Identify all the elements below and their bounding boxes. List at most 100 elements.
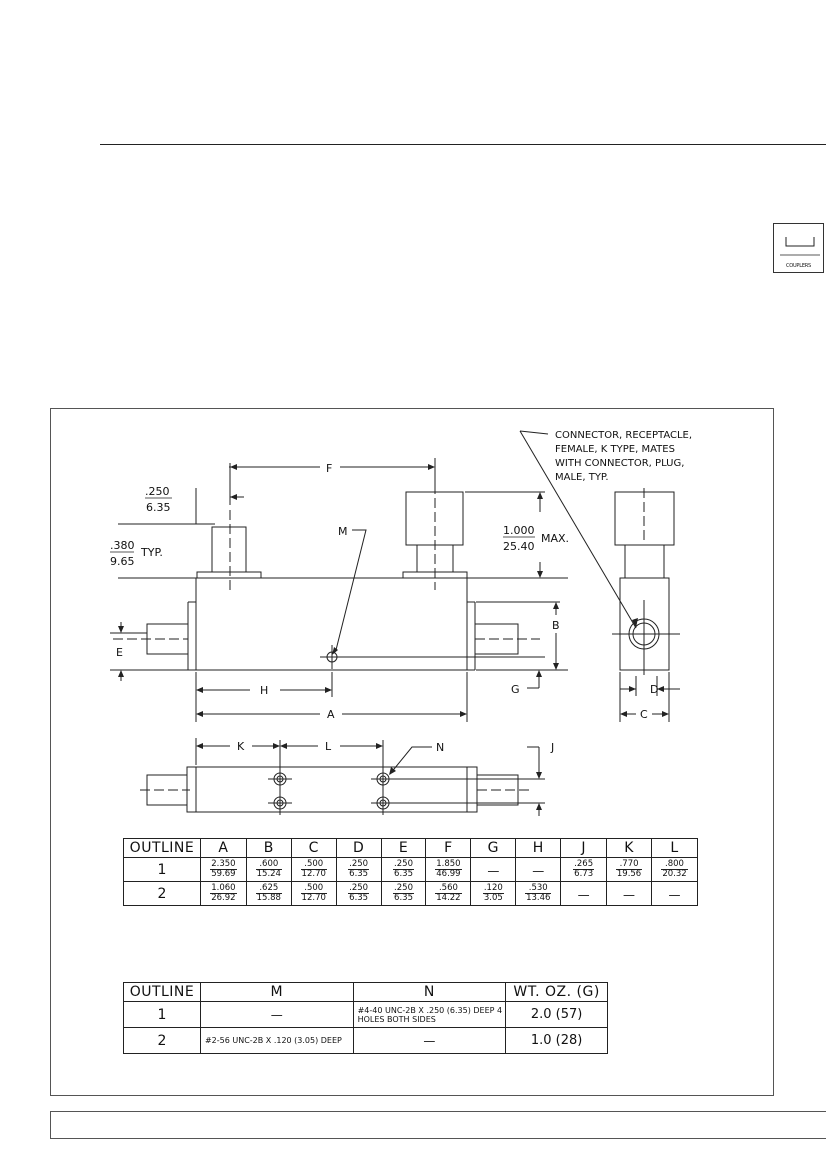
coupler-icon — [780, 237, 820, 256]
empty-dash: — — [532, 864, 545, 878]
dimension-cell: — — [560, 881, 608, 906]
dim-label-G: G — [511, 683, 520, 696]
mm-value: 6.35 — [394, 868, 413, 879]
dim-label-N: N — [436, 741, 444, 754]
dim-connector-height-den: 25.40 — [503, 540, 535, 553]
section-tab-badge[interactable]: COUPLERS — [773, 223, 824, 273]
dim-label-H: H — [260, 684, 268, 697]
mm-value: 6.35 — [349, 892, 369, 903]
header-cell: L — [651, 838, 698, 858]
inch-value: 2.350 — [210, 858, 237, 870]
mm-value: 12.70 — [301, 892, 326, 903]
weight-cell: 2.0 (57) — [505, 1001, 608, 1028]
inch-value: .500 — [300, 883, 327, 894]
dim-connector-height-num: 1.000 — [503, 524, 535, 537]
mm-value: 6.35 — [349, 868, 369, 879]
inch-value: .265 — [573, 858, 595, 870]
inch-value: .250 — [393, 858, 414, 870]
dim-label-B: B — [552, 619, 560, 632]
mm-value: 3.05 — [483, 892, 503, 903]
inch-value: 1.850 — [435, 858, 462, 870]
mm-value: 14.22 — [436, 892, 461, 903]
header-cell: M — [199, 982, 354, 1002]
dim-stub-width-num: .250 — [145, 485, 170, 498]
hardware-m-cell: — — [199, 1001, 354, 1028]
empty-dash: — — [487, 864, 500, 878]
dimension-cell: — — [651, 881, 698, 906]
hardware-n-cell: — — [352, 1027, 507, 1054]
mm-value: 15.24 — [256, 868, 281, 879]
header-cell: WT. OZ. (G) — [505, 982, 608, 1002]
dim-stub-height-suffix: TYP. — [140, 546, 163, 559]
dim-stub-height-num: .380 — [110, 539, 135, 552]
mm-value: 15.88 — [256, 892, 281, 903]
header-cell: E — [380, 838, 427, 858]
header-cell: K — [606, 838, 653, 858]
empty-dash: — — [668, 888, 681, 902]
inch-value: .530 — [525, 883, 552, 894]
header-cell: D — [335, 838, 382, 858]
mm-value: 46.99 — [436, 868, 461, 879]
mm-value: 12.70 — [301, 868, 326, 879]
mm-value: 13.46 — [526, 892, 551, 903]
header-rule — [100, 144, 826, 145]
table-row: 1—#4-40 UNC-2B X .250 (6.35) DEEP 4 HOLE… — [123, 1001, 608, 1028]
dim-stub-height-den: 9.65 — [110, 555, 135, 568]
footer-box — [50, 1111, 826, 1139]
callout-line-3: WITH CONNECTOR, PLUG, — [555, 458, 684, 469]
inch-value: .250 — [348, 858, 370, 870]
header-cell: OUTLINE — [123, 838, 201, 858]
dim-label-K: K — [237, 740, 245, 753]
callout-line-1: CONNECTOR, RECEPTACLE, — [555, 430, 692, 441]
dim-label-E: E — [116, 646, 123, 659]
empty-dash: — — [623, 888, 636, 902]
mm-value: 6.35 — [394, 892, 413, 903]
hardware-n-cell: #4-40 UNC-2B X .250 (6.35) DEEP 4 HOLES … — [352, 1001, 507, 1028]
dim-connector-height-suffix: MAX. — [541, 532, 569, 545]
mm-value: 19.56 — [616, 868, 642, 879]
header-cell: F — [425, 838, 472, 858]
dim-label-C: C — [640, 708, 648, 721]
outline-number: 1 — [123, 857, 201, 882]
dim-stub-width-den: 6.35 — [146, 501, 171, 514]
mm-value: 6.73 — [574, 868, 594, 879]
inch-value: .770 — [615, 859, 643, 870]
header-cell: A — [199, 838, 247, 858]
dim-label-L: L — [325, 740, 332, 753]
header-cell: G — [470, 838, 517, 858]
dim-label-A: A — [327, 708, 335, 721]
dimension-cell: — — [515, 857, 562, 882]
inch-value: .250 — [348, 882, 370, 894]
callout-line-4: MALE, TYP. — [555, 472, 609, 483]
